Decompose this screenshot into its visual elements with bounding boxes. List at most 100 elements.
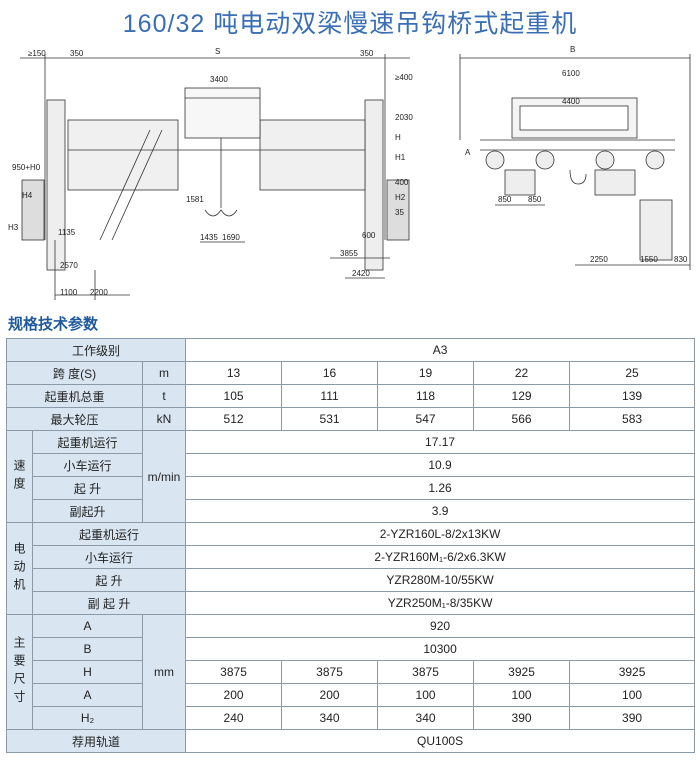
dim-value: 100 bbox=[377, 683, 475, 707]
svg-text:2570: 2570 bbox=[60, 261, 78, 270]
total-weight-label: 起重机总重 bbox=[6, 384, 143, 408]
table-row: 电动机 起重机运行 2-YZR160L-8/2x13KW bbox=[6, 522, 696, 615]
total-weight-value: 139 bbox=[569, 384, 696, 408]
spec-table: 工作级别 A3 跨 度(S) m 13 16 19 22 25 起重机总重 t … bbox=[5, 338, 696, 753]
dim-value: 3925 bbox=[473, 660, 571, 684]
speed-group-label: 速度 bbox=[6, 430, 33, 523]
svg-text:S: S bbox=[215, 47, 220, 56]
table-row: 速度 起重机运行 m/min 17.17 bbox=[6, 430, 696, 523]
table-row: 最大轮压 kN 512 531 547 566 583 bbox=[6, 407, 696, 431]
dim-value: 100 bbox=[473, 683, 571, 707]
svg-text:≥400: ≥400 bbox=[395, 73, 413, 82]
svg-text:4400: 4400 bbox=[562, 97, 580, 106]
span-value: 16 bbox=[281, 361, 379, 385]
dim-value: 200 bbox=[281, 683, 379, 707]
motor-row-value: 2-YZR160L-8/2x13KW bbox=[185, 522, 696, 546]
total-weight-value: 129 bbox=[473, 384, 571, 408]
span-label: 跨 度(S) bbox=[6, 361, 143, 385]
svg-text:35: 35 bbox=[395, 208, 404, 217]
dim-value: 390 bbox=[473, 706, 571, 730]
table-row: H₂ 240 340 340 390 390 bbox=[7, 706, 696, 730]
table-row: B 10300 bbox=[7, 637, 696, 661]
dim-value: 920 bbox=[185, 614, 696, 638]
dim-value: 340 bbox=[377, 706, 475, 730]
table-row: 跨 度(S) m 13 16 19 22 25 bbox=[6, 361, 696, 385]
svg-text:830: 830 bbox=[674, 255, 688, 264]
svg-text:A: A bbox=[465, 148, 471, 157]
total-weight-unit: t bbox=[141, 384, 187, 408]
table-row: 小车运行 2-YZR160M₁-6/2x6.3KW bbox=[7, 545, 696, 569]
table-row: 起重机总重 t 105 111 118 129 139 bbox=[6, 384, 696, 408]
svg-text:3400: 3400 bbox=[210, 75, 228, 84]
dim-label: B bbox=[32, 637, 143, 661]
svg-text:2200: 2200 bbox=[90, 288, 108, 297]
motor-row-label: 起重机运行 bbox=[31, 522, 187, 546]
table-row: 荐用轨道 QU100S bbox=[5, 729, 696, 753]
dim-value: 100 bbox=[569, 683, 696, 707]
svg-text:H2: H2 bbox=[395, 193, 406, 202]
dim-value: 390 bbox=[569, 706, 696, 730]
svg-text:850: 850 bbox=[528, 195, 542, 204]
motor-row-label: 起 升 bbox=[31, 568, 187, 592]
wheel-load-label: 最大轮压 bbox=[6, 407, 143, 431]
svg-text:850: 850 bbox=[498, 195, 512, 204]
wheel-load-value: 583 bbox=[569, 407, 696, 431]
table-row: 工作级别 A3 bbox=[5, 338, 696, 362]
svg-text:600: 600 bbox=[362, 231, 376, 240]
wheel-load-value: 566 bbox=[473, 407, 571, 431]
motor-group-label: 电动机 bbox=[6, 522, 33, 615]
table-row: 小车运行 10.9 bbox=[7, 453, 696, 477]
svg-text:1435: 1435 bbox=[200, 233, 218, 242]
table-row: H 3875 3875 3875 3925 3925 bbox=[7, 660, 696, 684]
svg-text:3855: 3855 bbox=[340, 249, 358, 258]
svg-text:1100: 1100 bbox=[60, 288, 78, 297]
svg-text:2250: 2250 bbox=[590, 255, 608, 264]
rail-value: QU100S bbox=[185, 729, 696, 753]
speed-row-label: 副起升 bbox=[32, 499, 143, 523]
crane-drawing: ≥150 350 S 350 3400 ≥400 2030 H H1 400 H… bbox=[8, 45, 691, 300]
svg-text:2030: 2030 bbox=[395, 113, 413, 122]
svg-text:1135: 1135 bbox=[58, 228, 76, 237]
svg-text:350: 350 bbox=[360, 49, 374, 58]
svg-text:2420: 2420 bbox=[352, 269, 370, 278]
span-value: 25 bbox=[569, 361, 696, 385]
dim-value: 3875 bbox=[281, 660, 379, 684]
dim-value: 3875 bbox=[185, 660, 283, 684]
svg-text:B: B bbox=[570, 45, 575, 54]
speed-unit: m/min bbox=[141, 430, 187, 523]
span-value: 19 bbox=[377, 361, 475, 385]
svg-text:H: H bbox=[395, 133, 401, 142]
total-weight-value: 111 bbox=[281, 384, 379, 408]
speed-row-label: 起重机运行 bbox=[32, 430, 143, 454]
table-row: A 200 200 100 100 100 bbox=[7, 683, 696, 707]
svg-text:1690: 1690 bbox=[222, 233, 240, 242]
svg-text:H1: H1 bbox=[395, 153, 406, 162]
span-value: 22 bbox=[473, 361, 571, 385]
dim-value: 340 bbox=[281, 706, 379, 730]
svg-text:≥150: ≥150 bbox=[28, 49, 46, 58]
svg-text:350: 350 bbox=[70, 49, 84, 58]
wheel-load-value: 547 bbox=[377, 407, 475, 431]
dim-group-label: 主要尺寸 bbox=[6, 614, 33, 730]
section-heading: 规格技术参数 bbox=[8, 316, 99, 333]
rail-label: 荐用轨道 bbox=[5, 729, 187, 753]
dim-value: 3925 bbox=[569, 660, 696, 684]
table-row: 起 升 1.26 bbox=[7, 476, 696, 500]
motor-row-label: 副 起 升 bbox=[31, 591, 187, 615]
dim-label: H bbox=[32, 660, 143, 684]
svg-text:400: 400 bbox=[395, 178, 409, 187]
table-row: 主要尺寸 A mm 920 bbox=[6, 614, 696, 730]
work-class-label: 工作级别 bbox=[5, 338, 187, 362]
dim-value: 10300 bbox=[185, 637, 696, 661]
svg-text:1550: 1550 bbox=[640, 255, 658, 264]
wheel-load-value: 531 bbox=[281, 407, 379, 431]
table-row: 副 起 升 YZR250M₁-8/35KW bbox=[7, 591, 696, 615]
dim-unit: mm bbox=[141, 614, 187, 730]
motor-row-value: 2-YZR160M₁-6/2x6.3KW bbox=[185, 545, 696, 569]
motor-row-value: YZR250M₁-8/35KW bbox=[185, 591, 696, 615]
span-unit: m bbox=[141, 361, 187, 385]
dim-value: 240 bbox=[185, 706, 283, 730]
total-weight-value: 105 bbox=[185, 384, 283, 408]
speed-row-value: 3.9 bbox=[185, 499, 696, 523]
span-value: 13 bbox=[185, 361, 283, 385]
